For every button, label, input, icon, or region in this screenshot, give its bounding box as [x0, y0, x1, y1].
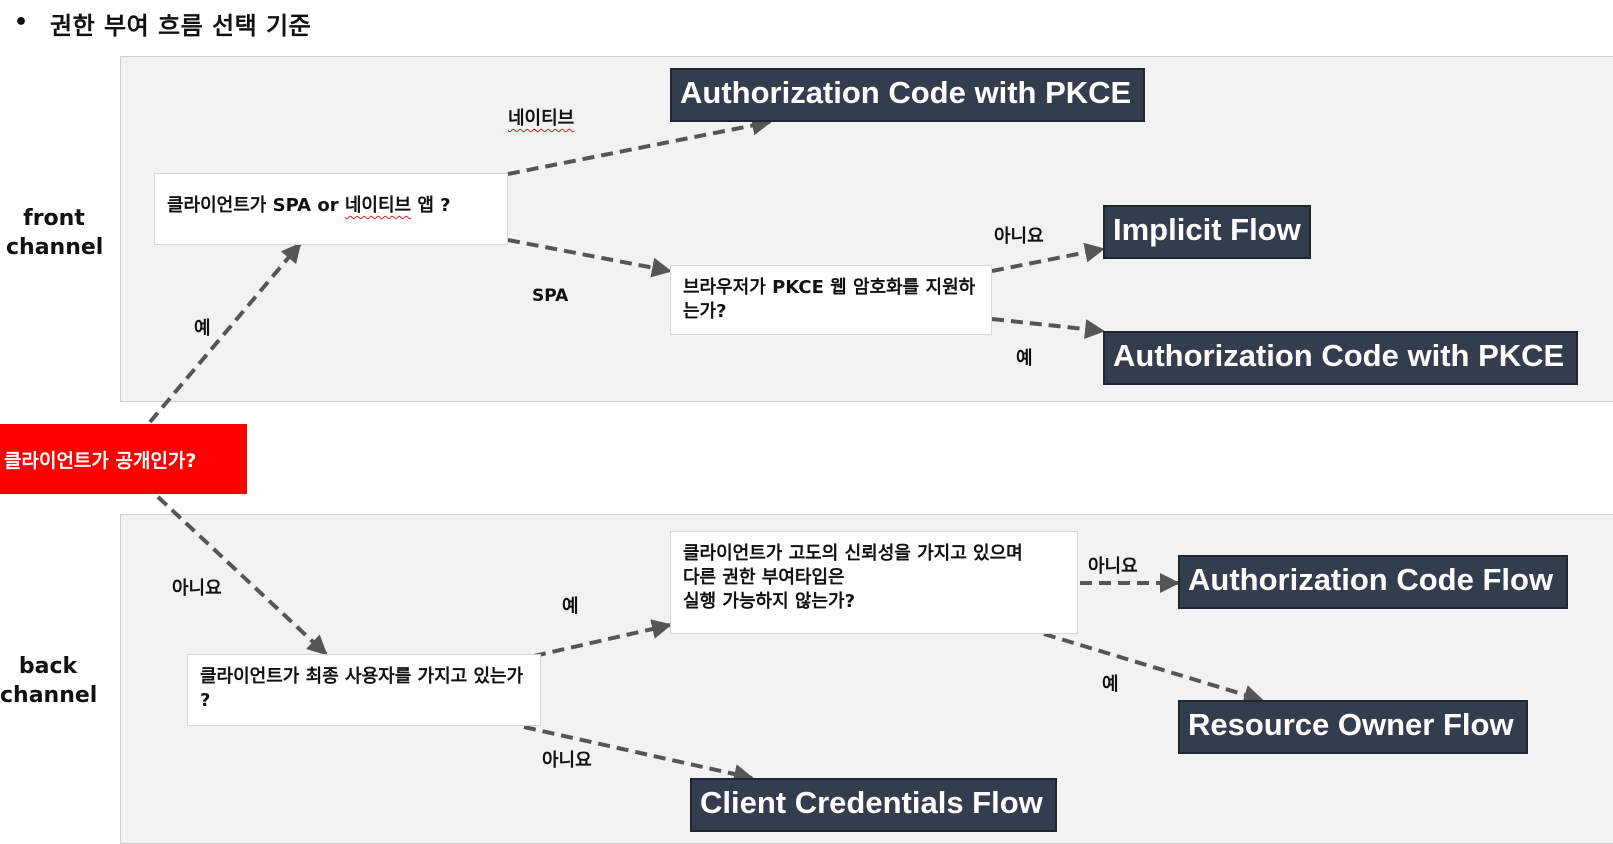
- label-trust-no: 아니요: [1088, 556, 1138, 577]
- label-enduser-yes: 예: [562, 596, 579, 617]
- result-auth-code-pkce-spa: Authorization Code with PKCE: [1103, 331, 1578, 385]
- trust-question-line3: 실행 가능하지 않는가?: [683, 591, 856, 612]
- front-channel-label-line2: channel: [6, 235, 104, 260]
- browser-pkce-question: 브라우저가 PKCE 웹 암호화를 지원하는가?: [670, 265, 992, 335]
- label-spa: SPA: [532, 286, 569, 306]
- spa-question-suffix: 앱 ?: [411, 195, 451, 216]
- label-root-no: 아니요: [172, 578, 222, 599]
- back-channel-label-line1: back: [18, 654, 78, 679]
- trust-question: 클라이언트가 고도의 신뢰성을 가지고 있으며 다른 권한 부여타입은 실행 가…: [670, 531, 1078, 634]
- trust-question-line2: 다른 권한 부여타입은: [683, 567, 845, 588]
- result-resource-owner-flow: Resource Owner Flow: [1178, 700, 1528, 754]
- label-browser-yes: 예: [1016, 348, 1033, 369]
- arrow-browser-to-implicit: [991, 242, 1105, 273]
- result-client-credentials-flow: Client Credentials Flow: [690, 778, 1057, 832]
- front-channel-label: front channel: [6, 204, 104, 262]
- arrow-root-to-spa: [148, 242, 302, 424]
- spa-question-native: 네이티브: [344, 195, 412, 216]
- back-channel-label-line2: channel: [0, 683, 98, 708]
- spa-or-native-question: 클라이언트가 SPA or 네이티브 앱 ?: [154, 173, 508, 245]
- trust-question-line1: 클라이언트가 고도의 신뢰성을 가지고 있으며: [683, 543, 1023, 564]
- arrow-browser-to-pkce-spa: [991, 317, 1105, 340]
- arrow-trust-to-owner: [1043, 632, 1264, 705]
- front-channel-label-line1: front: [23, 206, 85, 231]
- result-auth-code-pkce-native: Authorization Code with PKCE: [670, 68, 1145, 122]
- back-channel-label: back channel: [0, 652, 98, 710]
- label-browser-no: 아니요: [994, 226, 1044, 247]
- label-enduser-no: 아니요: [542, 750, 592, 771]
- spa-question-prefix: 클라이언트가 SPA or: [167, 195, 345, 216]
- root-question-box: 클라이언트가 공개인가?: [0, 424, 247, 494]
- label-native: 네이티브: [508, 108, 575, 129]
- arrow-enduser-to-trust: [533, 619, 672, 658]
- arrow-root-to-enduser: [156, 495, 328, 656]
- page-title: 권한 부여 흐름 선택 기준: [50, 12, 312, 40]
- label-root-yes: 예: [194, 318, 211, 339]
- arrow-enduser-to-client: [523, 725, 754, 784]
- label-trust-yes: 예: [1102, 674, 1119, 695]
- title-bullet: •: [14, 10, 29, 35]
- arrow-spa-to-pkce-native: [507, 115, 772, 176]
- arrow-spa-to-browser: [507, 238, 672, 278]
- result-implicit-flow: Implicit Flow: [1103, 205, 1311, 259]
- result-auth-code-flow: Authorization Code Flow: [1178, 555, 1568, 609]
- end-user-question: 클라이언트가 최종 사용자를 가지고 있는가 ?: [187, 654, 541, 726]
